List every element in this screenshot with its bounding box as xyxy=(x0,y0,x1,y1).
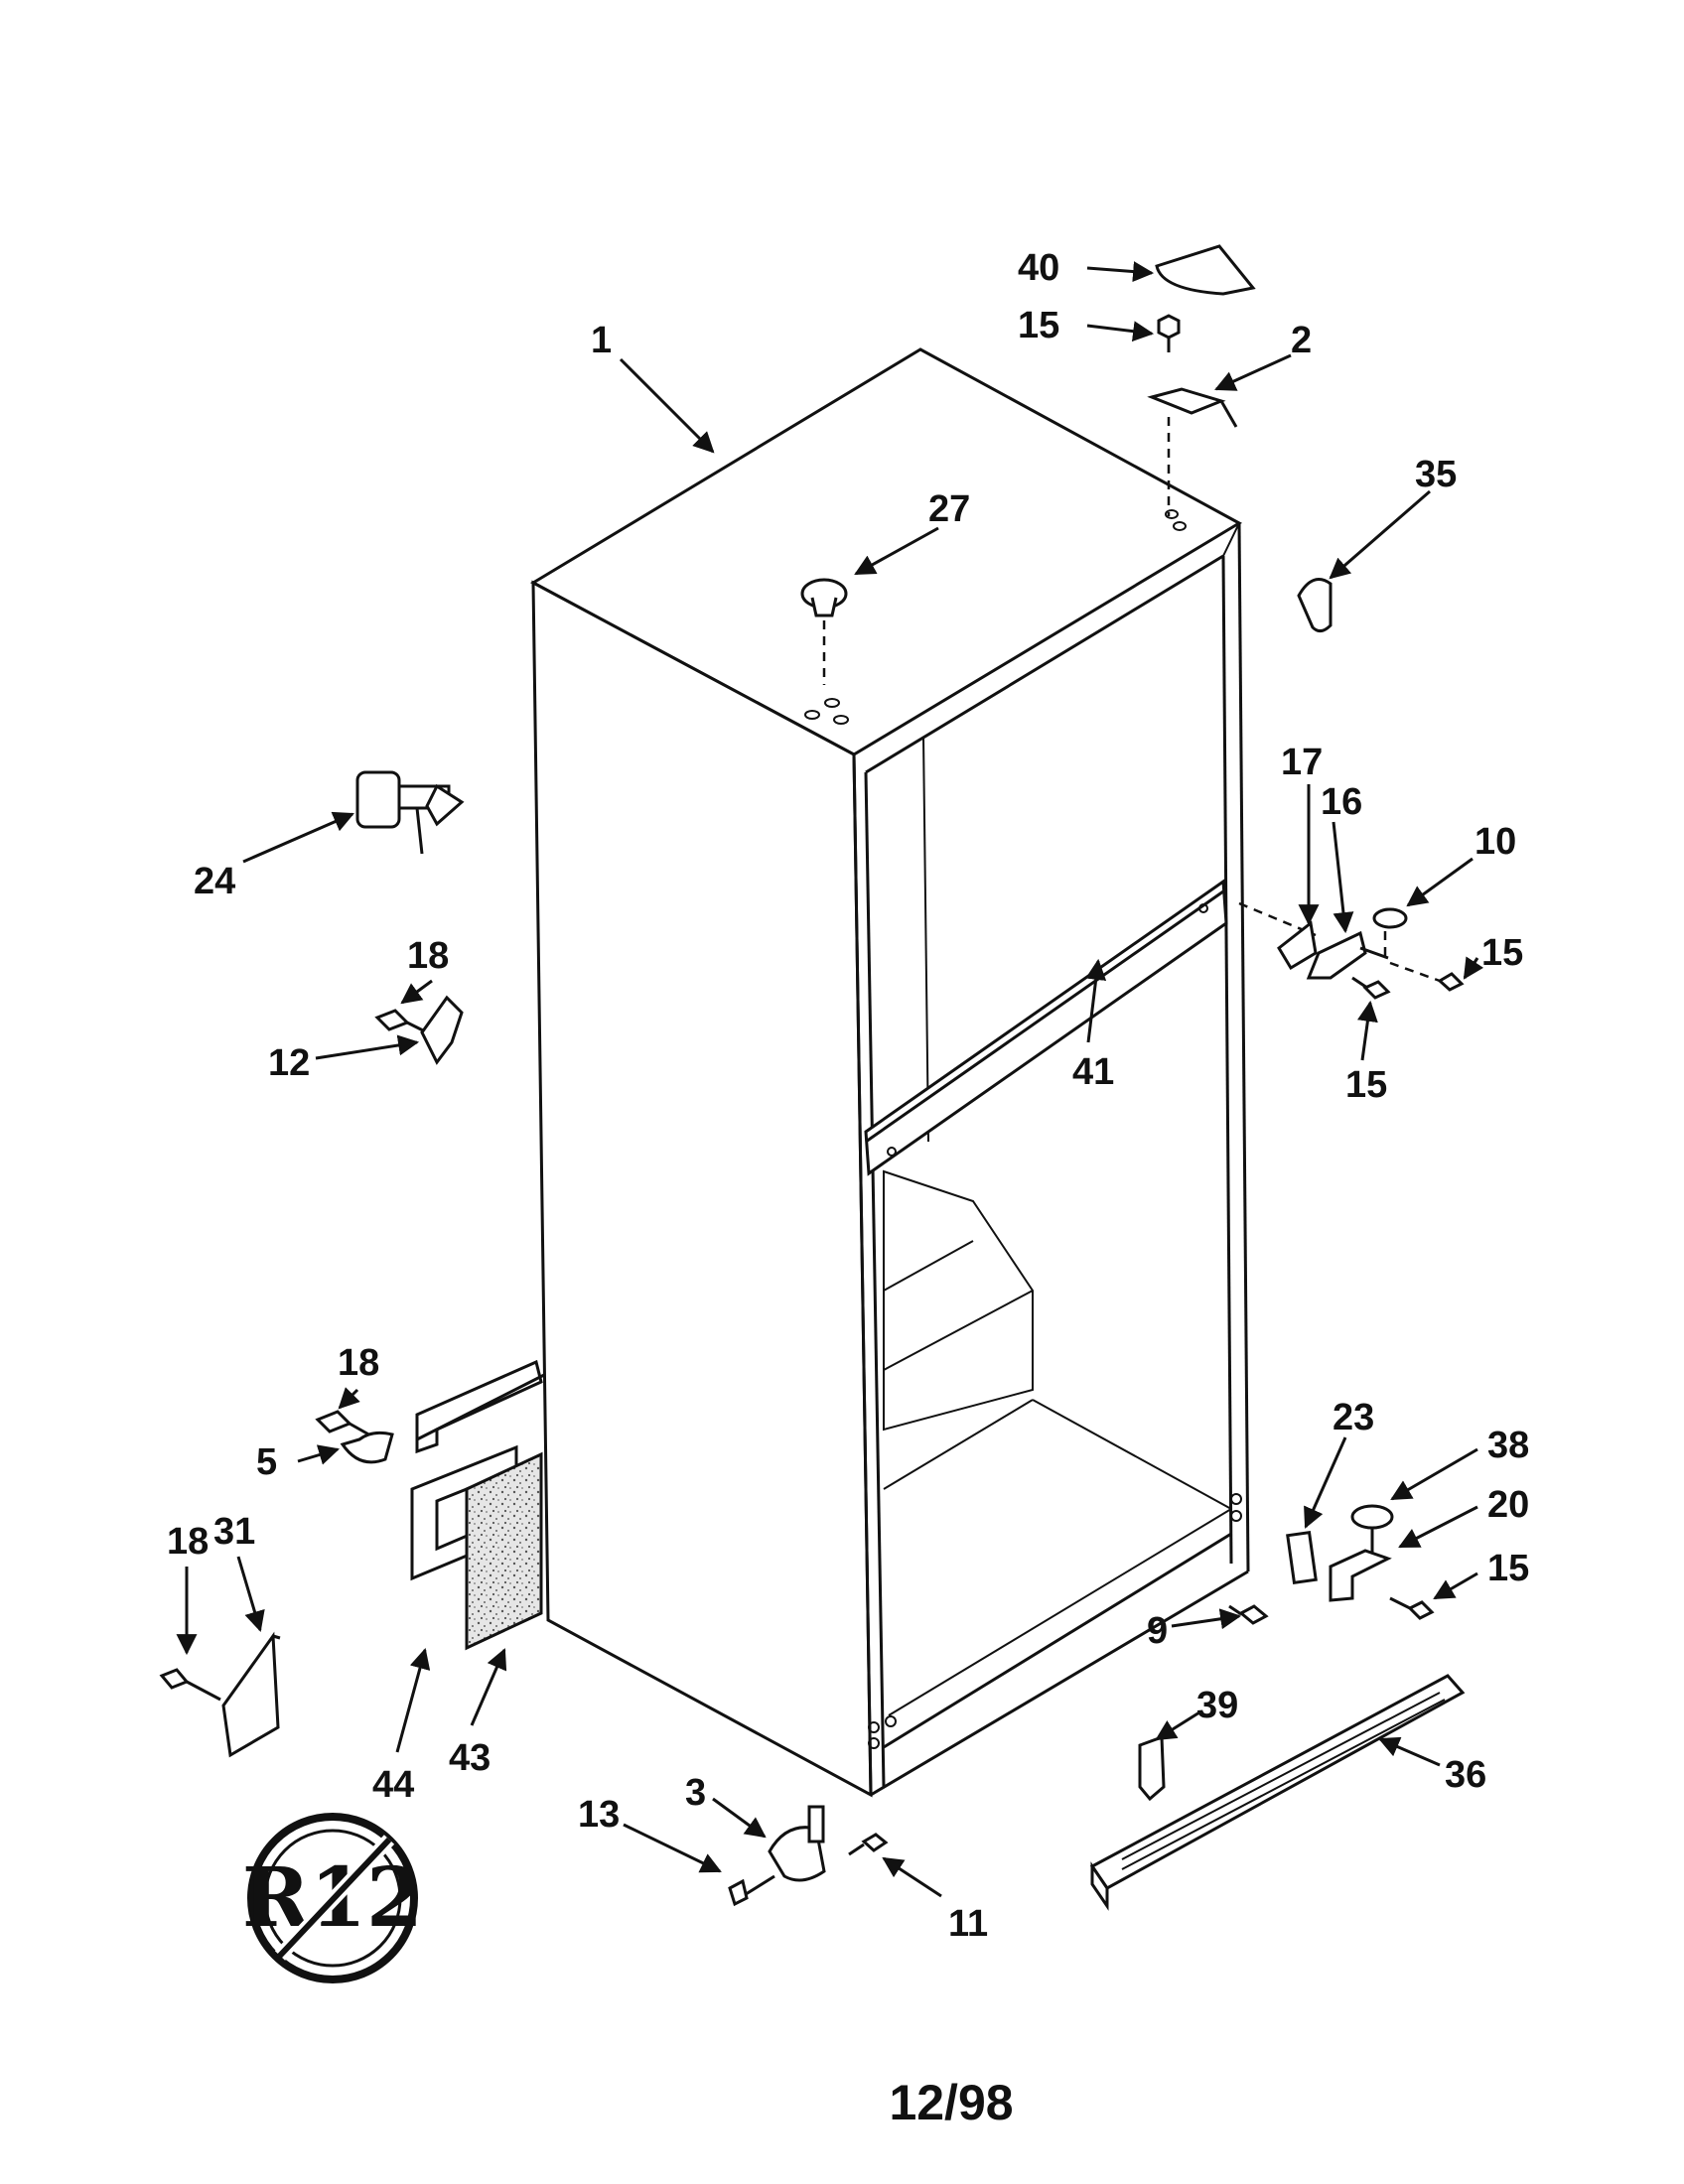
callout-27: 27 xyxy=(928,488,970,530)
bottom-screw-part xyxy=(848,1833,889,1856)
leveler-part xyxy=(728,1805,826,1907)
callout-18-middle: 18 xyxy=(338,1342,379,1384)
callout-9: 9 xyxy=(1147,1610,1168,1652)
callout-5: 5 xyxy=(256,1441,277,1483)
callout-18-lower: 18 xyxy=(167,1521,209,1563)
callout-15-center: 15 xyxy=(1345,1064,1387,1106)
callout-15-top: 15 xyxy=(1018,305,1059,346)
callout-31: 31 xyxy=(213,1511,255,1553)
trim-cap-part xyxy=(1297,578,1333,632)
callout-16: 16 xyxy=(1321,781,1362,823)
callout-36: 36 xyxy=(1445,1754,1486,1796)
callout-43: 43 xyxy=(449,1737,491,1779)
lower-hinge-part xyxy=(1286,1504,1435,1620)
mounting-bracket-part xyxy=(410,1359,545,1581)
center-hinge-part xyxy=(1238,901,1465,1000)
callout-3: 3 xyxy=(685,1772,706,1814)
callout-15-right: 15 xyxy=(1481,932,1523,974)
side-panel-part xyxy=(159,1631,281,1758)
callout-1: 1 xyxy=(591,320,612,361)
callout-40: 40 xyxy=(1018,247,1059,289)
guide-bracket-part xyxy=(374,995,464,1065)
insulation-pad-part xyxy=(465,1451,543,1651)
clamp-part xyxy=(315,1410,394,1464)
callout-38: 38 xyxy=(1487,1425,1529,1466)
callout-12: 12 xyxy=(268,1042,310,1084)
callout-23: 23 xyxy=(1333,1397,1374,1438)
callout-13: 13 xyxy=(578,1794,620,1836)
callout-39: 39 xyxy=(1196,1685,1238,1726)
grille-clip-part xyxy=(1138,1734,1166,1802)
callout-44: 44 xyxy=(372,1764,414,1806)
no-r12-badge: R12 xyxy=(242,1813,423,1983)
top-screw-part xyxy=(1157,314,1181,352)
callout-20: 20 xyxy=(1487,1484,1529,1526)
top-hinge-part xyxy=(1147,387,1238,516)
callout-15-lower: 15 xyxy=(1487,1548,1529,1589)
callout-17: 17 xyxy=(1281,742,1323,783)
cabinet-body xyxy=(529,347,1250,1798)
callout-41: 41 xyxy=(1072,1051,1114,1093)
callout-10: 10 xyxy=(1474,821,1516,863)
callout-labels: 1 40 15 2 35 27 24 18 12 18 5 18 31 44 4… xyxy=(167,247,1529,1945)
plug-part xyxy=(800,578,848,685)
hinge-cover-part xyxy=(1155,244,1256,296)
mullion-bar xyxy=(864,879,1228,1176)
cabinet-screw-part xyxy=(1228,1604,1269,1625)
callout-2: 2 xyxy=(1291,320,1312,361)
callout-35: 35 xyxy=(1415,454,1457,495)
footer-date: 12/98 xyxy=(889,2075,1013,2130)
roller-stud-part xyxy=(355,770,465,855)
callout-11: 11 xyxy=(948,1903,988,1945)
callout-24: 24 xyxy=(194,861,235,902)
leader-arrows xyxy=(176,261,1484,1898)
callout-18-upper: 18 xyxy=(407,935,449,977)
base-grille-part xyxy=(1089,1674,1466,1911)
